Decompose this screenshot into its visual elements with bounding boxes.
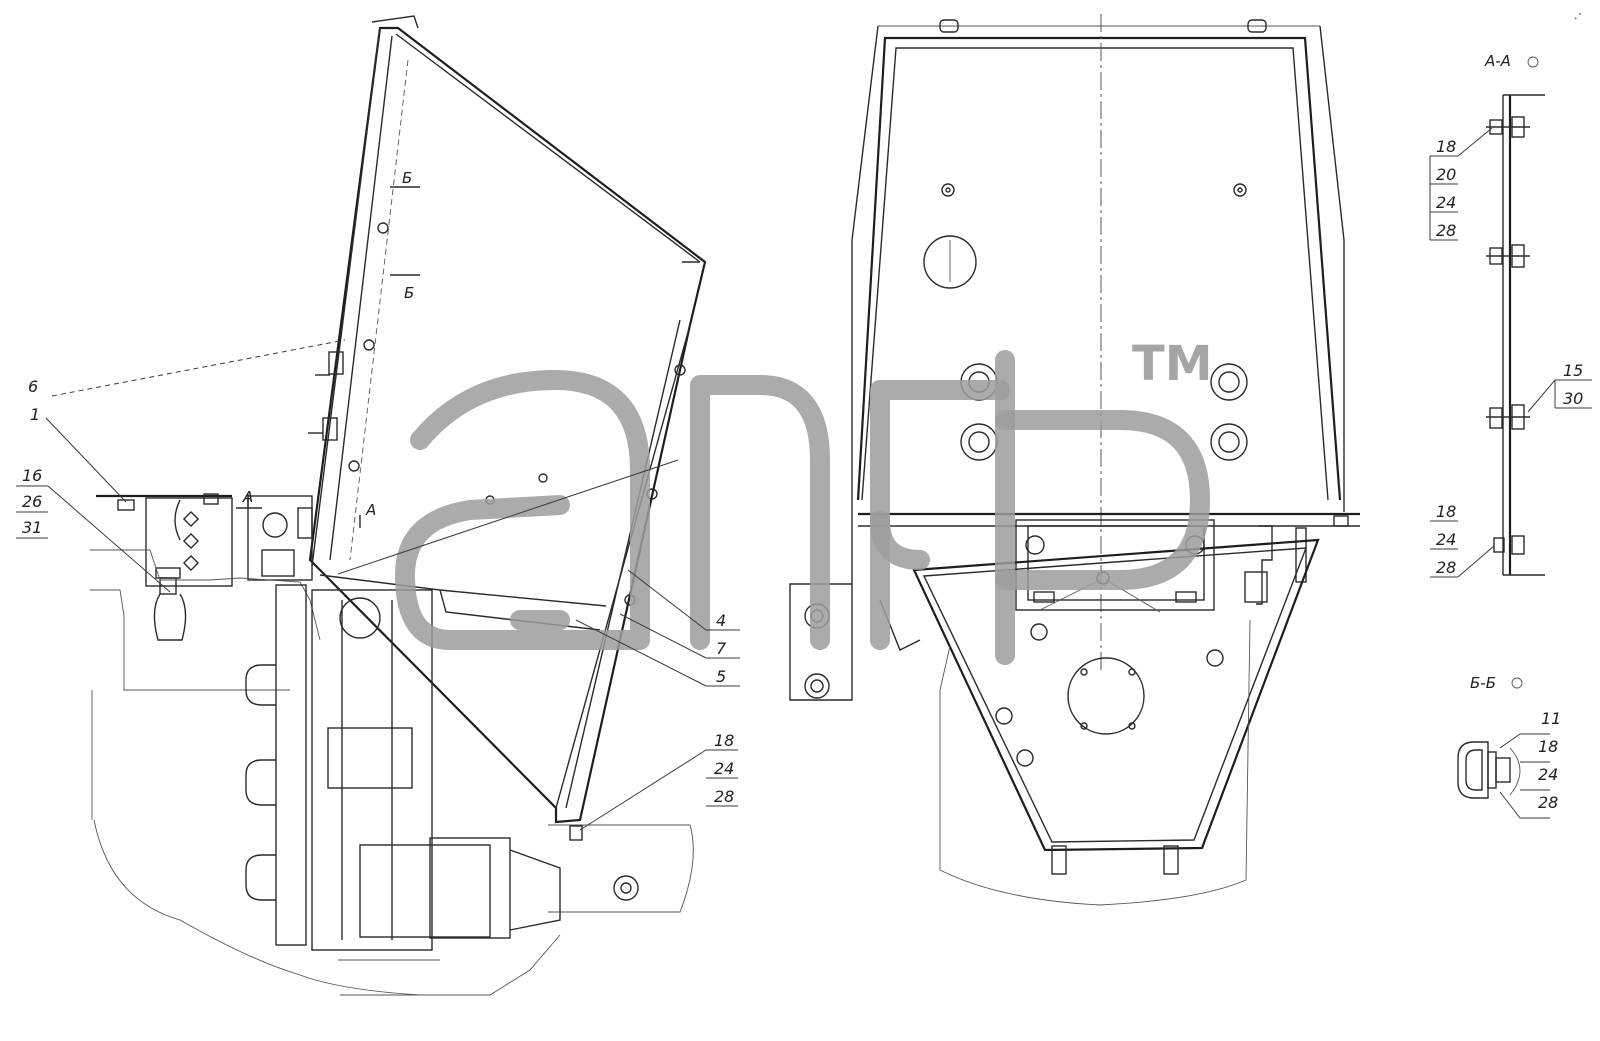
section-mark-a-right: А: [365, 501, 376, 519]
trademark-symbol: TM: [1132, 336, 1213, 392]
side-view: Б Б: [90, 15, 707, 996]
callout-28: 28: [714, 787, 734, 806]
callout-bb-24: 24: [1538, 765, 1558, 784]
callout-5: 5: [716, 667, 726, 686]
section-mark-a-left: А: [242, 488, 253, 506]
callout-aa-bottom-18: 18: [1436, 502, 1456, 521]
view-label-aa: А-А: [1484, 52, 1511, 70]
callout-aa-bottom-24: 24: [1436, 530, 1456, 549]
callout-aa-28: 28: [1436, 221, 1456, 240]
callout-7: 7: [716, 639, 727, 658]
callout-aa-20: 20: [1436, 165, 1456, 184]
callout-6: 6: [28, 377, 38, 396]
callout-aa-24: 24: [1436, 193, 1456, 212]
bolt-assembly-aa-2: [1486, 244, 1530, 268]
engine-frame-outline: [90, 549, 694, 996]
main-callouts: 6 1 16 26 31 4 7 5 18 24 28: [16, 339, 740, 841]
callout-24: 24: [714, 759, 734, 778]
callout-4: 4: [716, 611, 726, 630]
bolt-assembly-aa-3: [1486, 404, 1530, 430]
section-view-bb: Б-Б 11 18 24 28: [1457, 674, 1561, 819]
watermark-logo: TM: [395, 336, 1213, 665]
callout-bb-18: 18: [1538, 737, 1558, 756]
callout-aa-bottom-28: 28: [1436, 558, 1456, 577]
svg-text:• •: • •: [1572, 10, 1585, 23]
callout-18: 18: [714, 731, 734, 750]
section-view-aa: А-А 18 20: [1429, 52, 1592, 578]
callout-1: 1: [30, 405, 40, 424]
section-mark-b-top: Б: [402, 169, 412, 187]
bolt-assembly-aa-4: [1493, 535, 1525, 555]
bolt-assembly-aa-1: [1486, 116, 1530, 138]
mounting-bracket: [96, 493, 313, 641]
callout-aa-15: 15: [1563, 361, 1583, 380]
callout-bb-28: 28: [1538, 793, 1558, 812]
callout-26: 26: [22, 492, 42, 511]
callout-aa-18: 18: [1436, 137, 1456, 156]
callout-aa-30: 30: [1563, 389, 1583, 408]
callout-16: 16: [22, 466, 42, 485]
callout-31: 31: [22, 518, 42, 537]
view-label-bb: Б-Б: [1470, 674, 1496, 692]
section-mark-b-bottom: Б: [404, 284, 414, 302]
callout-bb-11: 11: [1541, 709, 1561, 728]
